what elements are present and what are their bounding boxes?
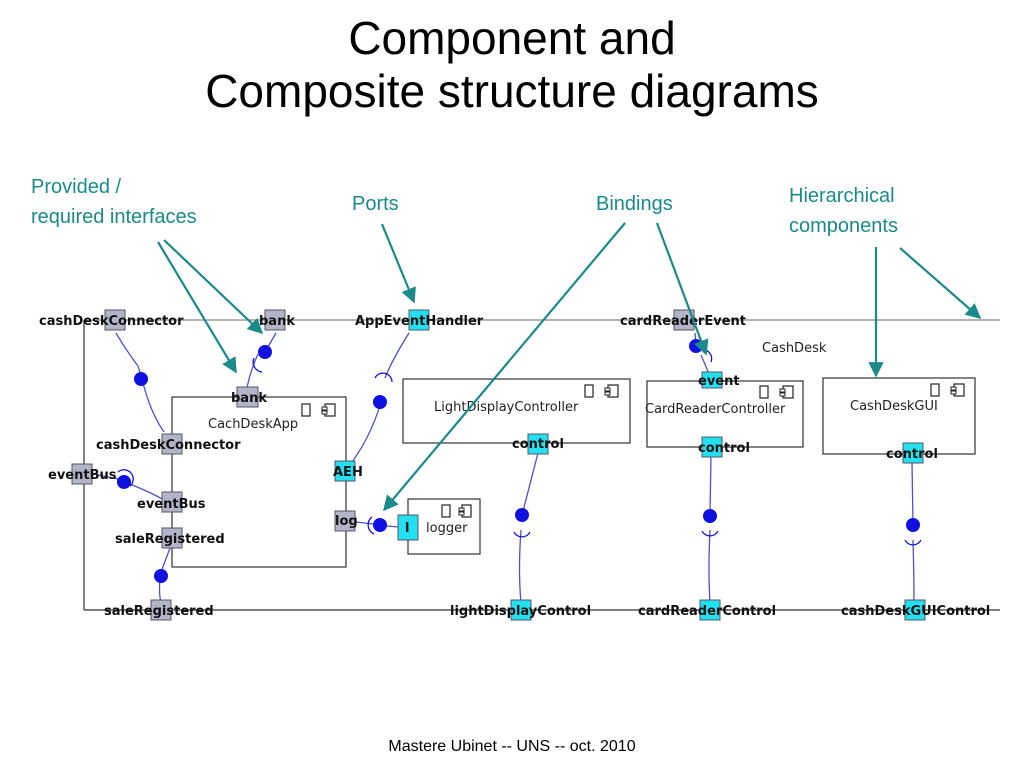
port-eventbus-ext <box>71 463 93 485</box>
arrow-interfaces-to-bank-ext <box>163 239 264 335</box>
cardreader-label: CardReaderController <box>645 402 786 417</box>
interface-socket <box>367 516 375 535</box>
cashdeskgui-component: CashDeskGUI <box>822 377 976 455</box>
label-cashdeskconnector-app: cashDeskConnector <box>96 438 241 453</box>
label-control-gui: control <box>886 447 938 462</box>
port-saleregistered-app <box>161 527 183 549</box>
required-interfaces <box>117 348 922 546</box>
label-control-light: control <box>512 437 564 452</box>
component-icon <box>759 385 794 399</box>
interface-ball <box>258 345 272 359</box>
label-lightdisplaycontrol: lightDisplayControl <box>450 604 591 619</box>
label-eventbus-ext: eventBus <box>48 468 117 483</box>
port-bank-ext <box>264 309 286 331</box>
callout-hierarchical-line-1: Hierarchical <box>789 185 895 207</box>
port-control-light <box>527 433 549 455</box>
interface-ball <box>373 518 387 532</box>
port-logger <box>397 514 419 541</box>
label-cardreaderevent: cardReaderEvent <box>620 314 746 329</box>
port-aeh <box>334 460 356 482</box>
title-line-1: Component and <box>348 12 676 64</box>
interface-ball <box>154 569 168 583</box>
port-cashdeskguicontrol <box>904 599 926 621</box>
interface-socket <box>117 469 134 487</box>
cashdesk-label: CashDesk <box>762 341 827 356</box>
lightdisplay-label: LightDisplayController <box>434 400 579 415</box>
label-aeh: AEH <box>333 465 363 480</box>
arrow-bindings-to-logger <box>383 222 626 512</box>
callout-arrows <box>157 222 982 512</box>
port-bank-app <box>236 386 259 408</box>
label-control-card: control <box>698 441 750 456</box>
component-icon <box>584 384 619 398</box>
footer: Mastere Ubinet -- UNS -- oct. 2010 <box>388 738 636 755</box>
component-icon <box>301 403 336 417</box>
callout-ports: Ports <box>352 193 399 215</box>
callout-bindings: Bindings <box>596 193 673 215</box>
interface-ball <box>373 395 387 409</box>
port-appeventhandler <box>408 309 430 331</box>
callout-interfaces-line-1: Provided / <box>31 176 122 198</box>
cardreader-component: CardReaderController <box>645 380 804 448</box>
label-saleregistered-app: saleRegistered <box>115 532 225 547</box>
interface-ball <box>906 518 920 532</box>
label-eventbus-app: eventBus <box>137 497 206 512</box>
port-cashdeskconnector-app <box>161 433 183 455</box>
cashdeskapp-component: CachDeskApp <box>171 396 347 568</box>
component-icon <box>441 504 472 518</box>
interface-socket <box>513 531 531 538</box>
interface-socket <box>374 372 393 383</box>
label-logger-port: l <box>405 521 409 536</box>
port-saleregistered-ext <box>150 599 172 621</box>
port-control-gui <box>902 442 924 464</box>
logger-component: logger <box>407 498 481 555</box>
label-cashdeskguicontrol: cashDeskGUIControl <box>841 604 990 619</box>
component-icon <box>930 383 965 397</box>
port-event <box>701 371 723 389</box>
interface-socket <box>701 530 719 537</box>
port-cashdeskconnector-ext <box>104 309 126 331</box>
arrow-hierarchical-to-cashdesk <box>899 247 982 320</box>
callout-interfaces-line-2: required interfaces <box>31 206 197 228</box>
interface-ball <box>515 508 529 522</box>
interface-ball <box>134 372 148 386</box>
label-bank-ext: bank <box>259 314 295 329</box>
arrow-ports <box>380 223 416 304</box>
port-eventbus-app <box>161 491 183 513</box>
arrow-bindings-to-cardreader <box>655 222 709 356</box>
ports <box>71 309 926 621</box>
title-line-2: Composite structure diagrams <box>205 65 819 117</box>
port-cardreadercontrol <box>699 599 721 621</box>
port-log <box>334 510 356 532</box>
port-lightdisplaycontrol <box>510 599 532 621</box>
callout-hierarchical-line-2: components <box>789 215 898 237</box>
label-bank-app: bank <box>231 391 267 406</box>
interface-ball <box>703 509 717 523</box>
lightdisplay-component: LightDisplayController <box>402 378 631 444</box>
interface-socket <box>904 539 922 546</box>
label-log: log <box>335 514 358 529</box>
arrow-interfaces-to-bank-app <box>157 241 237 374</box>
label-cashdeskconnector-ext: cashDeskConnector <box>39 314 184 329</box>
interface-ball <box>117 475 131 489</box>
port-control-card <box>701 436 723 458</box>
interface-socket <box>252 357 263 373</box>
label-event: event <box>698 374 740 389</box>
cashdeskgui-label: CashDeskGUI <box>850 399 938 414</box>
label-saleregistered-ext: saleRegistered <box>104 604 214 619</box>
logger-label: logger <box>426 521 468 536</box>
label-appeventhandler: AppEventHandler <box>355 314 484 329</box>
label-cardreadercontrol: cardReaderControl <box>638 604 776 619</box>
cashdeskapp-label: CachDeskApp <box>208 417 298 432</box>
